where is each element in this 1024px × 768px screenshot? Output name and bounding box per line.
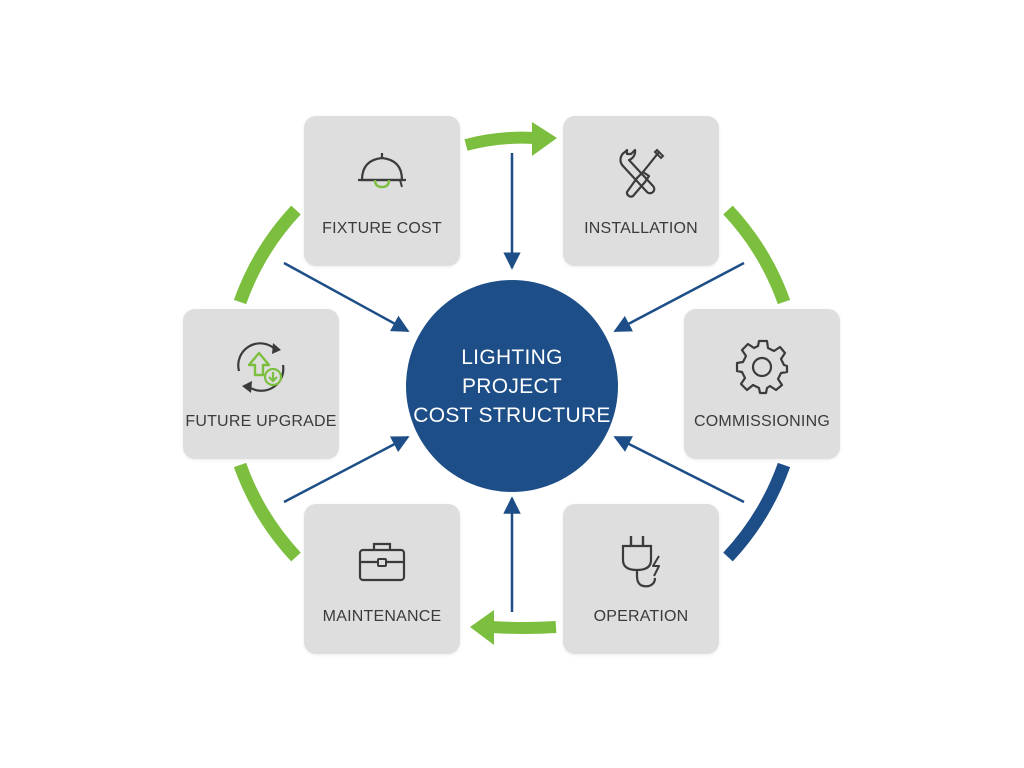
node-operation-label: OPERATION xyxy=(593,608,689,625)
flow-arrow-bottom-head xyxy=(470,610,494,645)
ring-arc-right-upper xyxy=(723,205,791,305)
upgrade-cycle-icon xyxy=(237,342,285,393)
arrow-upper-right-to-hub xyxy=(613,261,745,333)
hub-title-line-1: LIGHTING xyxy=(461,345,563,369)
flow-arrow-top xyxy=(464,131,535,151)
node-commissioning-label: COMMISSIONING xyxy=(694,413,830,430)
node-commissioning: COMMISSIONING xyxy=(684,309,840,459)
flow-arrow-top-head xyxy=(532,122,557,156)
arrow-lower-right-to-hub xyxy=(613,435,745,504)
ring-arc-right-lower xyxy=(723,462,791,562)
ring-arc-left-lower xyxy=(233,462,301,562)
ring-arc-left-upper xyxy=(233,205,301,305)
hub-title-line-3: COST STRUCTURE xyxy=(413,403,611,427)
node-fixture-cost: FIXTURE COST xyxy=(304,116,460,266)
node-future-upgrade: FUTURE UPGRADE xyxy=(183,309,339,459)
power-plug-icon xyxy=(621,536,660,588)
node-maintenance-label: MAINTENANCE xyxy=(322,608,442,625)
arrow-upper-left-to-hub xyxy=(283,261,410,333)
hub-title-line-2: PROJECT xyxy=(461,374,563,398)
light-fixture-icon xyxy=(358,153,406,189)
node-installation-label: INSTALLATION xyxy=(584,220,698,237)
node-installation: INSTALLATION xyxy=(563,116,719,266)
node-operation: OPERATION xyxy=(563,504,719,654)
node-fixture-label: FIXTURE COST xyxy=(322,220,442,237)
flow-arrow-bottom xyxy=(491,621,557,634)
node-maintenance: MAINTENANCE xyxy=(304,504,460,654)
arrow-lower-left-to-hub xyxy=(283,435,410,504)
node-upgrade-label: FUTURE UPGRADE xyxy=(185,413,337,430)
center-hub: LIGHTING PROJECT COST STRUCTURE xyxy=(406,280,618,492)
toolbox-icon xyxy=(358,542,406,582)
gear-icon xyxy=(735,339,789,395)
wrench-screwdriver-icon xyxy=(619,148,665,198)
